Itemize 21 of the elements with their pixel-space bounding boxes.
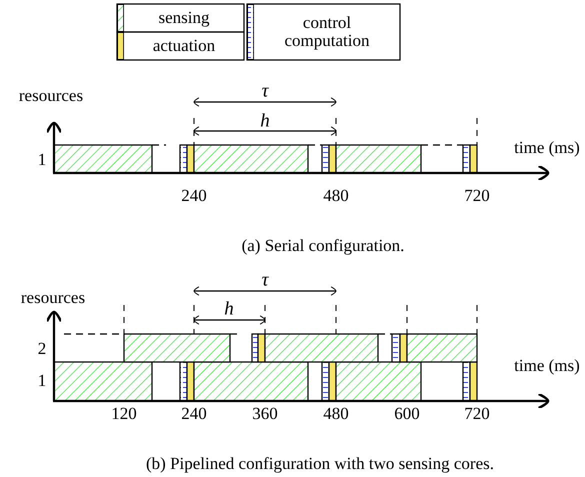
axis-label: time (ms) bbox=[514, 139, 580, 157]
tick-label: 120 bbox=[111, 405, 137, 423]
tick-label: 240 bbox=[181, 405, 207, 423]
legend-label: control computation bbox=[284, 14, 370, 50]
tick-label: 720 bbox=[464, 187, 490, 205]
tick-label: 720 bbox=[464, 405, 490, 423]
figure-caption: (b) Pipelined configuration with two sensing cores. bbox=[146, 455, 494, 473]
figure-caption: (a) Serial configuration. bbox=[242, 237, 404, 255]
tick-label: 1 bbox=[38, 372, 46, 390]
tick-label: 2 bbox=[38, 340, 46, 358]
tick-label: 360 bbox=[252, 405, 278, 423]
tick-label: 480 bbox=[323, 405, 349, 423]
legend-label: sensing bbox=[158, 9, 210, 27]
axis-label: time (ms) bbox=[514, 357, 580, 375]
tick-label: 480 bbox=[323, 187, 349, 205]
axis-label: resources bbox=[20, 289, 86, 307]
legend-label: actuation bbox=[152, 37, 216, 55]
tick-label: 240 bbox=[181, 187, 207, 205]
tick-label: 600 bbox=[394, 405, 420, 423]
axis-label: resources bbox=[18, 87, 84, 105]
tick-label: 1 bbox=[38, 151, 46, 169]
